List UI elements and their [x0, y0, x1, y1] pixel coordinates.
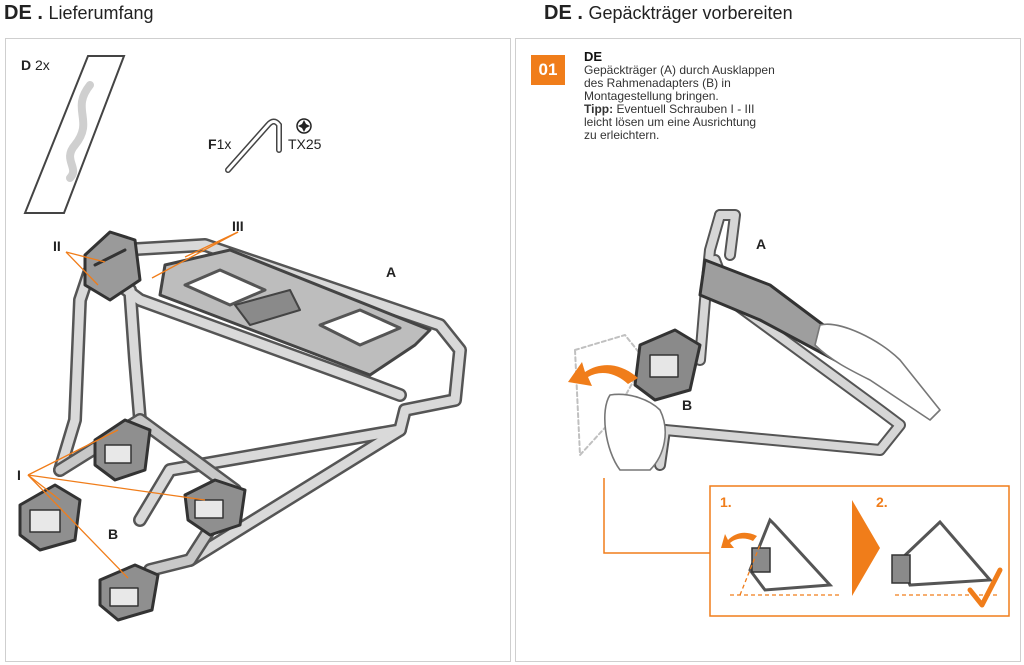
substep-1-label: 1.: [720, 494, 732, 510]
step-instruction: DE Gepäckträger (A) durch Ausklappen des…: [584, 50, 814, 142]
substep-2-label: 2.: [876, 494, 888, 510]
right-header-title: Gepäckträger vorbereiten: [588, 3, 793, 23]
label-a-left: A: [386, 264, 397, 280]
rack-unfolding-illustration: [574, 209, 941, 471]
hex-key-illustration: [225, 118, 312, 173]
rack-illustration: [18, 230, 467, 622]
label-f: F1x: [208, 136, 232, 152]
step-number-badge: 01: [531, 55, 565, 85]
label-ii: II: [53, 238, 61, 254]
leader-lines-left: [27, 231, 239, 579]
left-header-title: Lieferumfang: [48, 3, 154, 23]
label-tx25: TX25: [288, 136, 322, 152]
left-header-code: DE: [4, 2, 32, 24]
detail-callout: [603, 478, 1010, 617]
adhesive-pad-illustration: [23, 55, 126, 214]
label-iii: III: [232, 218, 244, 234]
label-d: D 2x: [21, 57, 50, 73]
label-b-left: B: [108, 526, 119, 542]
right-header-code: DE: [544, 2, 572, 24]
tip-label: Tipp:: [584, 102, 614, 116]
label-b-right: B: [682, 397, 693, 413]
instruction-language: DE: [584, 49, 603, 64]
left-page-header: DE . Lieferumfang: [4, 2, 154, 24]
rotate-arrow: [568, 362, 638, 386]
right-page-header: DE . Gepäckträger vorbereiten: [544, 2, 793, 24]
label-a-right: A: [756, 236, 767, 252]
label-i: I: [17, 467, 21, 483]
